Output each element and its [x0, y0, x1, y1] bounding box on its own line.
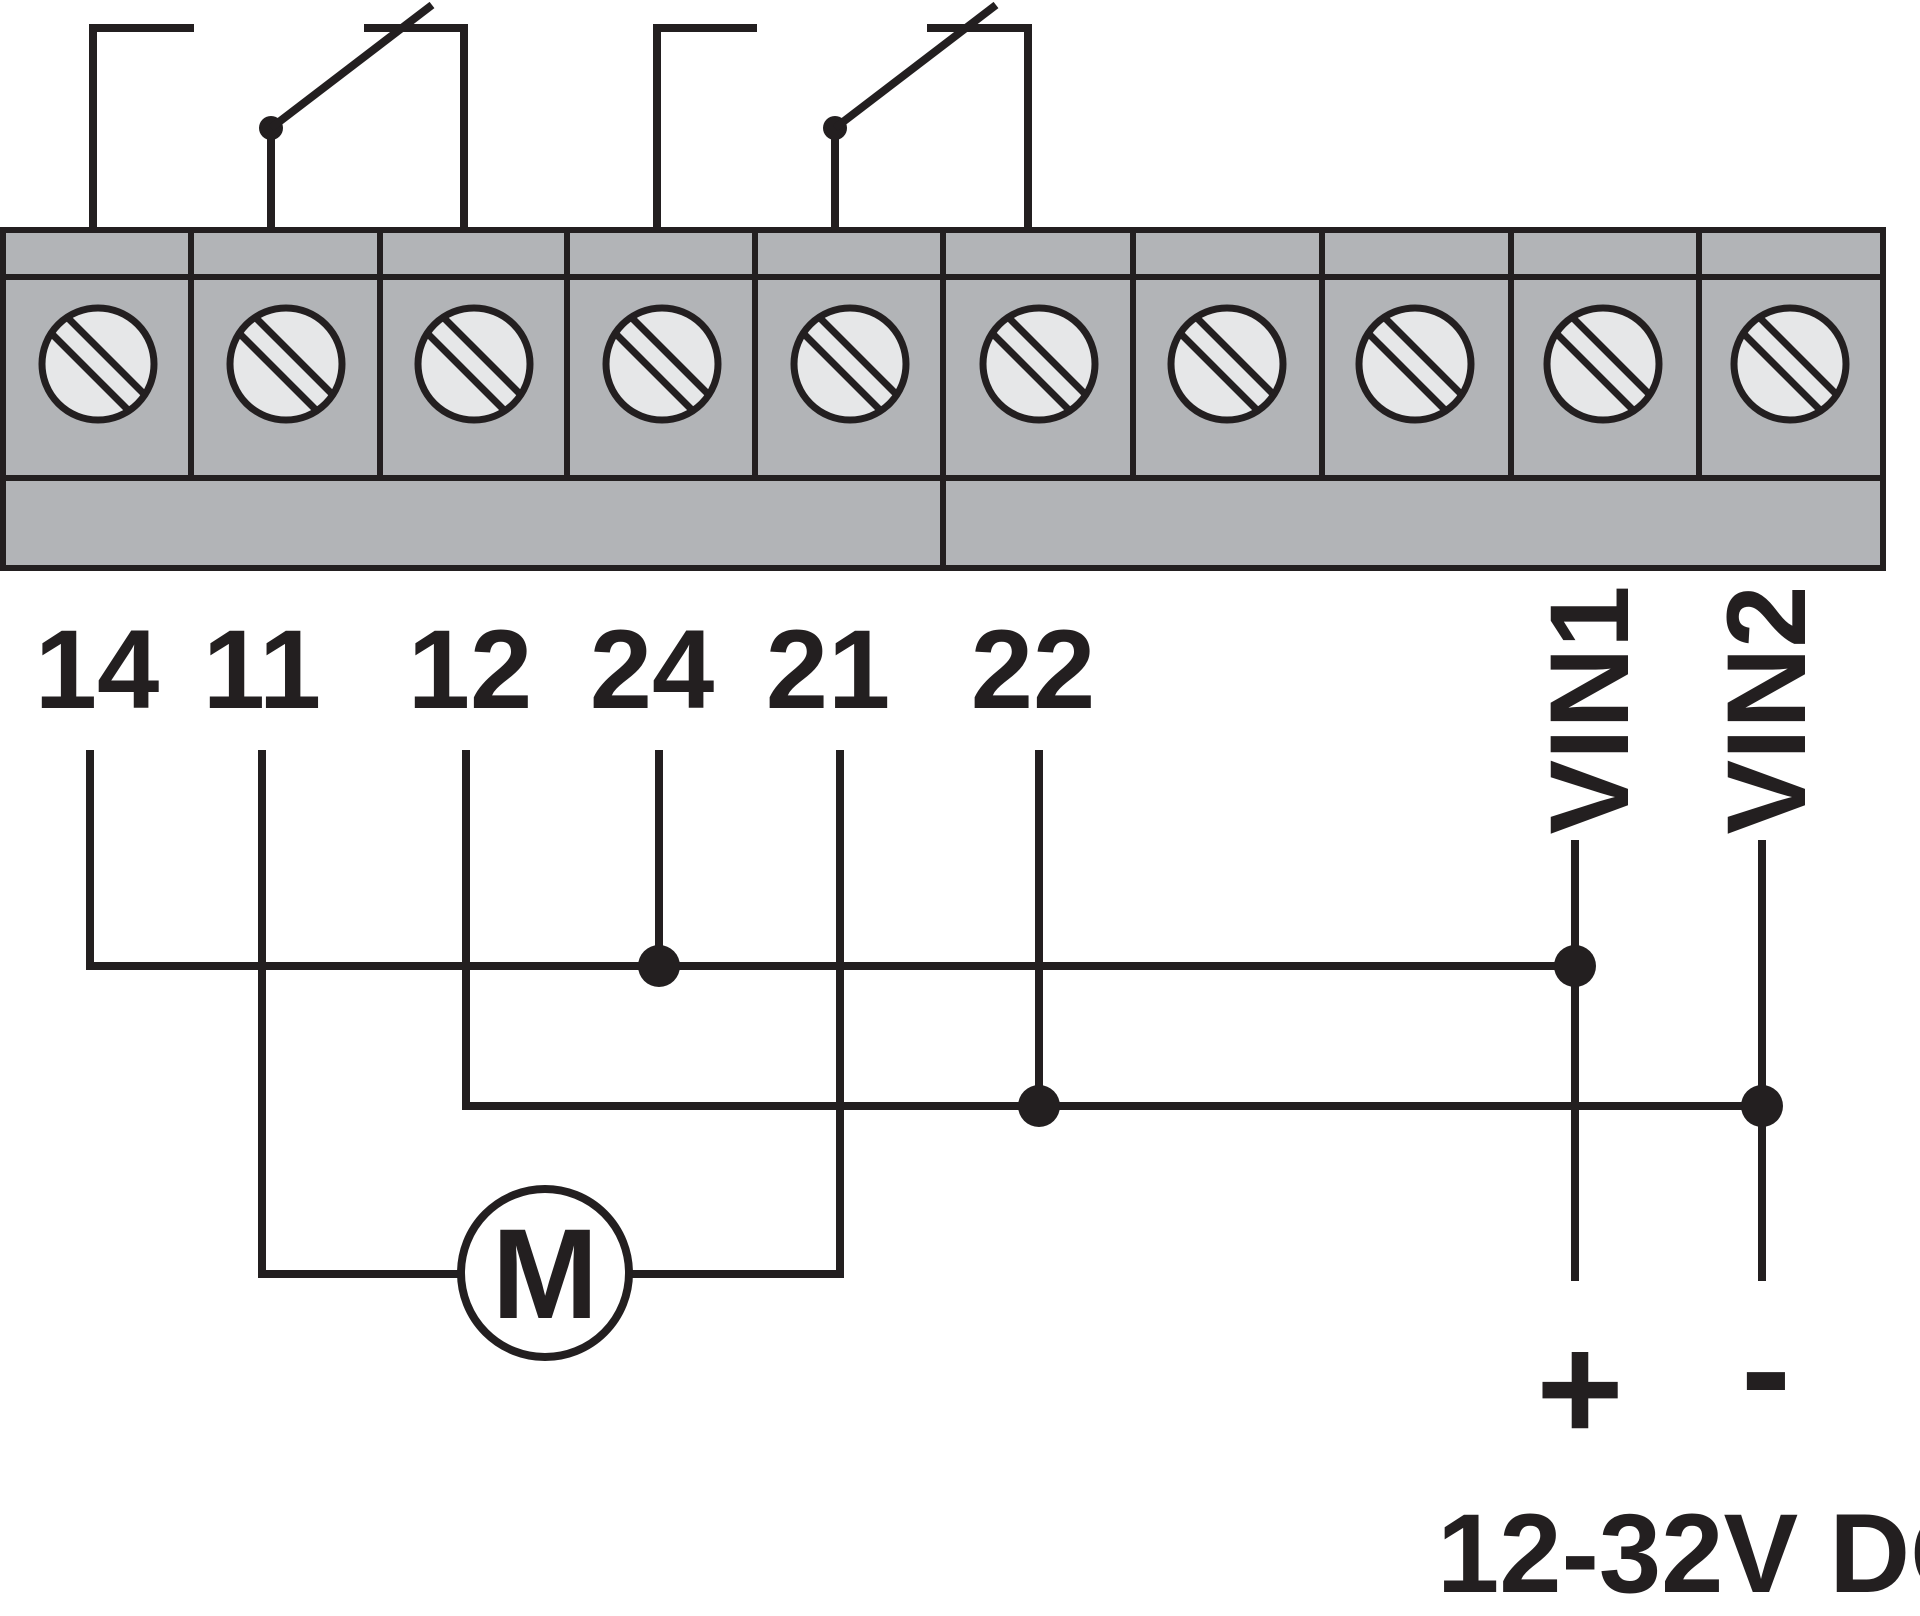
terminal-screw-icon — [38, 304, 158, 424]
terminal-label-vin1: VIN1 — [1527, 586, 1652, 835]
positive-rail-wire — [86, 750, 1575, 970]
motor-wire-terminal-11 — [258, 750, 462, 1278]
relay-contacts — [89, 1, 1032, 227]
terminal-label-12: 12 — [408, 607, 533, 732]
junction-dot — [638, 945, 680, 987]
terminal-dividers — [188, 233, 1702, 478]
terminal-screw-icon — [1167, 304, 1287, 424]
polarity-plus: + — [1536, 1304, 1624, 1472]
relay1-nc-contact — [364, 24, 468, 227]
motor-circle — [457, 1185, 633, 1361]
terminal-screw-icon — [1730, 304, 1850, 424]
terminal-labels: 14 11 12 24 21 22 VIN1 VIN2 — [35, 586, 1829, 835]
motor-label: M — [492, 1203, 599, 1346]
relay2-nc-contact — [927, 24, 1032, 227]
terminal-label-14: 14 — [35, 607, 160, 732]
terminal-screw-icon — [979, 304, 1099, 424]
motor-symbol: M — [457, 1185, 633, 1361]
junction-dot — [1018, 1085, 1060, 1127]
wiring — [86, 750, 1783, 1281]
terminal-label-11: 11 — [203, 607, 321, 732]
terminal-label-21: 21 — [766, 607, 891, 732]
relay1-switch-blade — [268, 1, 435, 132]
terminal-screw-icon — [790, 304, 910, 424]
relay2-no-contact — [653, 24, 757, 227]
supply-voltage-label: 12-32V DC — [1437, 1491, 1920, 1616]
terminal-label-vin2: VIN2 — [1704, 586, 1829, 835]
terminal-screw-icon — [602, 304, 722, 424]
junction-dot — [1554, 945, 1596, 987]
junction-dot — [1741, 1085, 1783, 1127]
terminal-label-22: 22 — [971, 607, 1096, 732]
terminal-screw-icon — [414, 304, 534, 424]
relay1-no-contact — [89, 24, 194, 227]
polarity-minus: - — [1741, 1284, 1791, 1452]
terminal-label-24: 24 — [590, 607, 715, 732]
terminal-screw-icon — [1543, 304, 1663, 424]
terminal-block — [0, 227, 1886, 571]
motor-wire-terminal-21 — [628, 750, 844, 1278]
terminal-screw-icon — [1355, 304, 1475, 424]
relay2-switch-blade — [832, 1, 999, 132]
terminal-screws — [38, 304, 1850, 424]
negative-rail-wire — [462, 750, 1762, 1110]
terminal-screw-icon — [226, 304, 346, 424]
